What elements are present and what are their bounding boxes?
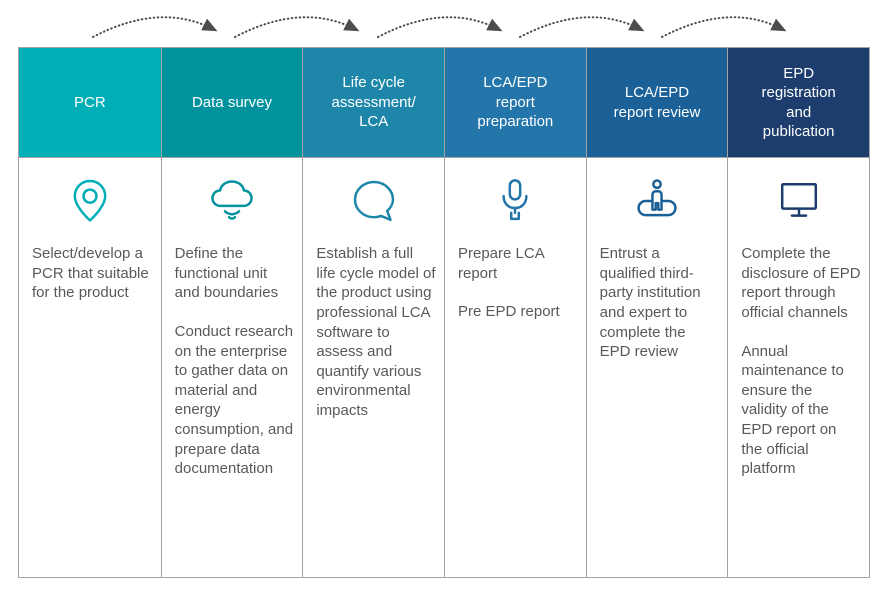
microphone-icon [445, 158, 586, 244]
step-body: Define the functional unit and boundarie… [162, 158, 303, 577]
step-column-registration-publication: EPD registration and publication Complet… [727, 48, 869, 577]
step-header-label: Life cycle assessment/ LCA [331, 74, 416, 131]
step-paragraph: Select/develop a PCR that suitable for t… [32, 245, 149, 302]
step-header-label: EPD registration and publication [761, 64, 836, 141]
step-paragraph: Complete the disclosure of EPD report th… [741, 245, 861, 321]
flow-arrow [519, 16, 645, 38]
step-header: LCA/EPD report review [586, 48, 728, 158]
step-description: Select/develop a PCR that suitable for t… [19, 244, 161, 313]
flow-arrow [234, 16, 360, 38]
step-header-label: PCR [73, 93, 106, 111]
step-paragraph: Define the functional unit and boundarie… [174, 245, 279, 302]
step-header-label: Data survey [191, 93, 273, 111]
step-header: PCR [19, 48, 161, 158]
step-body: Establish a full life cycle model of the… [303, 158, 444, 577]
step-paragraph: Entrust a qualified third-party institut… [599, 245, 701, 361]
cloud-sync-icon [162, 158, 303, 244]
step-body: Prepare LCA report Pre EPD report [445, 158, 586, 577]
flow-arrow [377, 16, 503, 38]
step-header-label: LCA/EPD report preparation [477, 74, 554, 131]
flow-arrow [92, 16, 218, 38]
step-paragraph: Pre EPD report [458, 303, 560, 321]
step-paragraph: Prepare LCA report [458, 245, 544, 282]
step-description: Complete the disclosure of EPD report th… [728, 244, 869, 489]
step-header: Data survey [161, 48, 303, 158]
step-column-pcr: PCR Select/develop a PCR that suitable f… [19, 48, 161, 577]
step-column-lca: Life cycle assessment/ LCA Establish a f… [302, 48, 444, 577]
step-header: EPD registration and publication [728, 48, 869, 158]
step-description: Define the functional unit and boundarie… [162, 244, 303, 489]
step-header: Life cycle assessment/ LCA [303, 48, 444, 158]
step-body: Select/develop a PCR that suitable for t… [19, 158, 161, 577]
step-description: Entrust a qualified third-party institut… [587, 244, 728, 372]
step-paragraph: Annual maintenance to ensure the validit… [741, 342, 844, 478]
step-description: Establish a full life cycle model of the… [303, 244, 444, 431]
step-header-label: LCA/EPD report review [613, 84, 701, 121]
process-table: PCR Select/develop a PCR that suitable f… [18, 47, 870, 578]
flow-arrow [661, 16, 787, 38]
monitor-icon [728, 158, 869, 244]
step-column-data-survey: Data survey Define the functional unit a… [160, 48, 303, 577]
step-paragraph: Establish a full life cycle model of the… [316, 245, 436, 420]
step-body: Complete the disclosure of EPD report th… [728, 158, 869, 577]
step-column-report-review: LCA/EPD report review Entrust a qualifie… [585, 48, 728, 577]
step-column-report-preparation: LCA/EPD report preparation Prepare LCA r… [444, 48, 586, 577]
step-description: Prepare LCA report Pre EPD report [445, 244, 586, 332]
chat-bubble-icon [303, 158, 444, 244]
step-body: Entrust a qualified third-party institut… [587, 158, 728, 577]
person-platform-icon [587, 158, 728, 244]
flow-arrows [92, 16, 787, 38]
step-paragraph: Conduct research on the enterprise to ga… [174, 322, 294, 478]
step-header: LCA/EPD report preparation [445, 48, 586, 158]
location-pin-icon [19, 158, 161, 244]
